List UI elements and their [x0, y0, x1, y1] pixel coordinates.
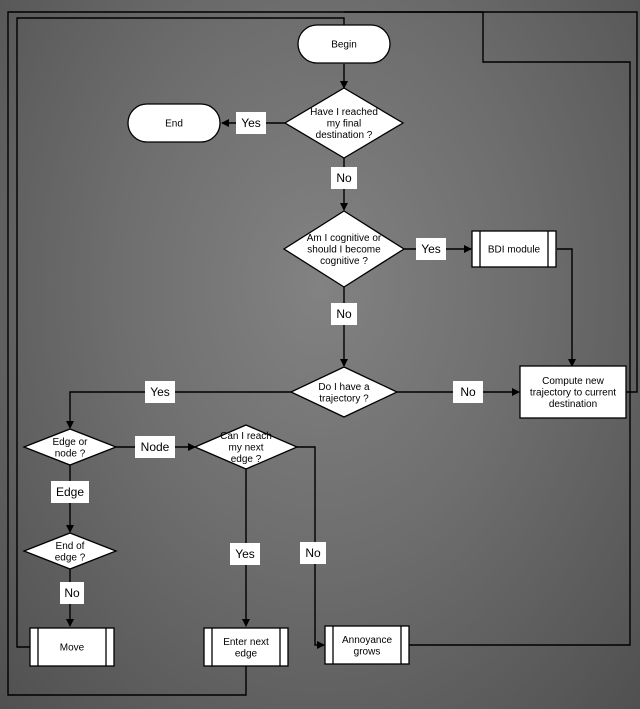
edge-label-background	[300, 542, 326, 564]
edge-label-yes: Yes	[416, 238, 446, 260]
edge-label-background	[453, 381, 483, 403]
edge-label-yes: Yes	[230, 543, 260, 565]
edge-label-node: Node	[135, 436, 175, 458]
node-label-line: Annoyance	[342, 635, 392, 646]
process-box	[203, 627, 289, 667]
edge-label-text: No	[336, 171, 352, 185]
node-label-line: Am I cognitive or	[307, 233, 382, 244]
node-label-line: edge	[235, 648, 258, 659]
node-label-line: trajectory to current	[530, 388, 616, 399]
connector-annoyance-to-begin	[344, 11, 631, 646]
process-box	[519, 365, 627, 419]
node-move: Move	[29, 627, 115, 667]
edge-label-text: No	[64, 586, 80, 600]
node-label-line: Do I have a	[318, 382, 370, 393]
connector-compute-to-begin	[344, 11, 638, 393]
decision-diamond	[22, 532, 118, 570]
edge-label-yes: Yes	[236, 112, 266, 134]
decision-diamond	[22, 428, 118, 466]
process-box	[29, 627, 115, 667]
edge-label-background	[331, 303, 357, 325]
node-label-line: BDI module	[488, 245, 541, 256]
node-label-line: Enter next	[223, 637, 269, 648]
node-label-line: edge ?	[55, 552, 86, 563]
node-label-line: trajectory ?	[319, 393, 369, 404]
node-label-line: my next	[228, 443, 263, 454]
edge-label-yes: Yes	[145, 381, 175, 403]
edge-label-background	[230, 543, 260, 565]
node-label-line: End of	[56, 541, 85, 552]
edge-label-text: Yes	[235, 547, 255, 561]
decision-diamond	[283, 87, 405, 159]
edge-label-no: No	[453, 381, 483, 403]
edge-label-text: Yes	[241, 116, 261, 130]
node-label-line: Begin	[331, 40, 357, 51]
edge-label-text: No	[460, 385, 476, 399]
node-bdi: BDI module	[471, 230, 557, 268]
edge-label-text: Node	[141, 440, 170, 454]
node-label-line: cognitive ?	[320, 256, 368, 267]
edge-label-text: No	[305, 546, 321, 560]
edge-label-no: No	[300, 542, 326, 564]
connector-trajectory-to-edge_or_node	[66, 391, 291, 429]
edge-label-text: Yes	[421, 242, 441, 256]
edge-label-no: No	[60, 582, 84, 604]
edge-label-background	[416, 238, 446, 260]
node-begin: Begin	[297, 24, 391, 64]
process-box	[471, 230, 557, 268]
edge-label-no: No	[331, 303, 357, 325]
node-label-line: should I become	[307, 245, 381, 256]
edge-label-background	[60, 582, 84, 604]
edge-label-background	[51, 481, 89, 503]
edge-label-no: No	[331, 167, 357, 189]
connector-enter_next-to-begin	[7, 11, 344, 696]
node-label-line: Move	[60, 643, 85, 654]
edge-label-text: Yes	[150, 385, 170, 399]
node-label-line: Edge or	[52, 437, 88, 448]
node-label-line: End	[165, 119, 183, 130]
node-label-line: my final	[327, 119, 361, 130]
terminal-shape	[127, 103, 221, 143]
node-label-line: grows	[354, 646, 381, 657]
node-end: End	[127, 103, 221, 143]
decision-diamond	[193, 424, 299, 470]
edge-label-background	[145, 381, 175, 403]
decision-diamond	[282, 210, 406, 288]
connector-move-to-begin	[16, 17, 345, 648]
process-box	[324, 625, 410, 665]
decision-diamond	[289, 366, 399, 418]
node-label-line: node ?	[55, 448, 86, 459]
node-label-line: Have I reached	[310, 107, 378, 118]
connector-bdi-to-compute	[557, 248, 576, 367]
node-label-line: Can I reach	[220, 431, 272, 442]
edge-label-text: No	[336, 307, 352, 321]
node-label-line: Compute new	[542, 376, 604, 387]
edge-label-edge: Edge	[51, 481, 89, 503]
node-label-line: destination	[549, 399, 597, 410]
edge-label-background	[236, 112, 266, 134]
edge-label-text: Edge	[56, 485, 84, 499]
node-label-line: edge ?	[231, 454, 262, 465]
edge-label-background	[331, 167, 357, 189]
terminal-shape	[297, 24, 391, 64]
node-label-line: destination ?	[316, 130, 373, 141]
edge-label-background	[135, 436, 175, 458]
